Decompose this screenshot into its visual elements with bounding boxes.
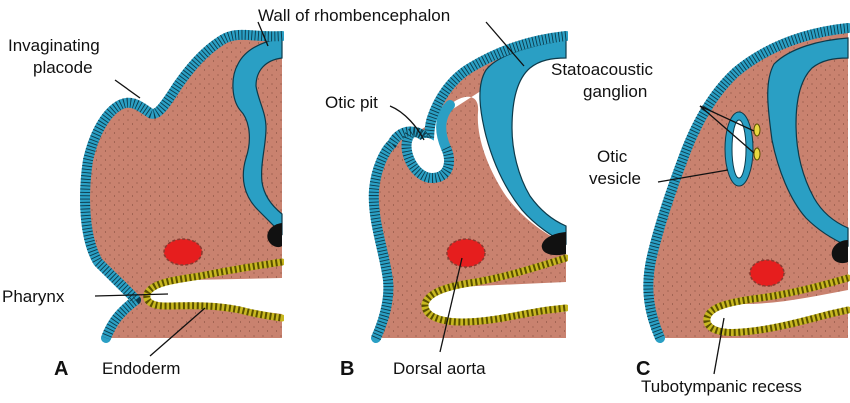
dorsal-aorta-c — [750, 260, 784, 286]
label-tubotympanic-recess: Tubotympanic recess — [641, 377, 802, 396]
label-endoderm: Endoderm — [102, 359, 180, 378]
label-pharynx: Pharynx — [2, 287, 65, 306]
otic-pit-lumen-b — [417, 138, 442, 170]
dorsal-aorta-a — [164, 239, 202, 265]
label-dorsal-aorta: Dorsal aorta — [393, 359, 486, 378]
statoacoustic-ganglion-cell-2 — [754, 148, 760, 160]
dorsal-aorta-b — [447, 239, 485, 267]
panel-c — [648, 28, 848, 338]
panel-b — [374, 36, 566, 338]
statoacoustic-ganglion-cell-1 — [754, 124, 760, 136]
label-invaginating: Invaginating — [8, 36, 100, 55]
label-wall-of-rhombencephalon: Wall of rhombencephalon — [258, 6, 450, 25]
otic-vesicle-lumen-c — [732, 120, 746, 178]
leader-placode — [115, 80, 140, 98]
label-otic: Otic — [597, 147, 628, 166]
panel-a — [85, 35, 282, 338]
label-ganglion: ganglion — [583, 82, 647, 101]
panel-letter-b: B — [340, 358, 354, 380]
panel-letter-c: C — [636, 358, 650, 380]
label-vesicle: vesicle — [589, 169, 641, 188]
label-otic-pit: Otic pit — [325, 93, 378, 112]
label-placode: placode — [33, 58, 93, 77]
panel-letter-a: A — [54, 358, 68, 380]
label-statoacoustic: Statoacoustic — [551, 60, 654, 79]
